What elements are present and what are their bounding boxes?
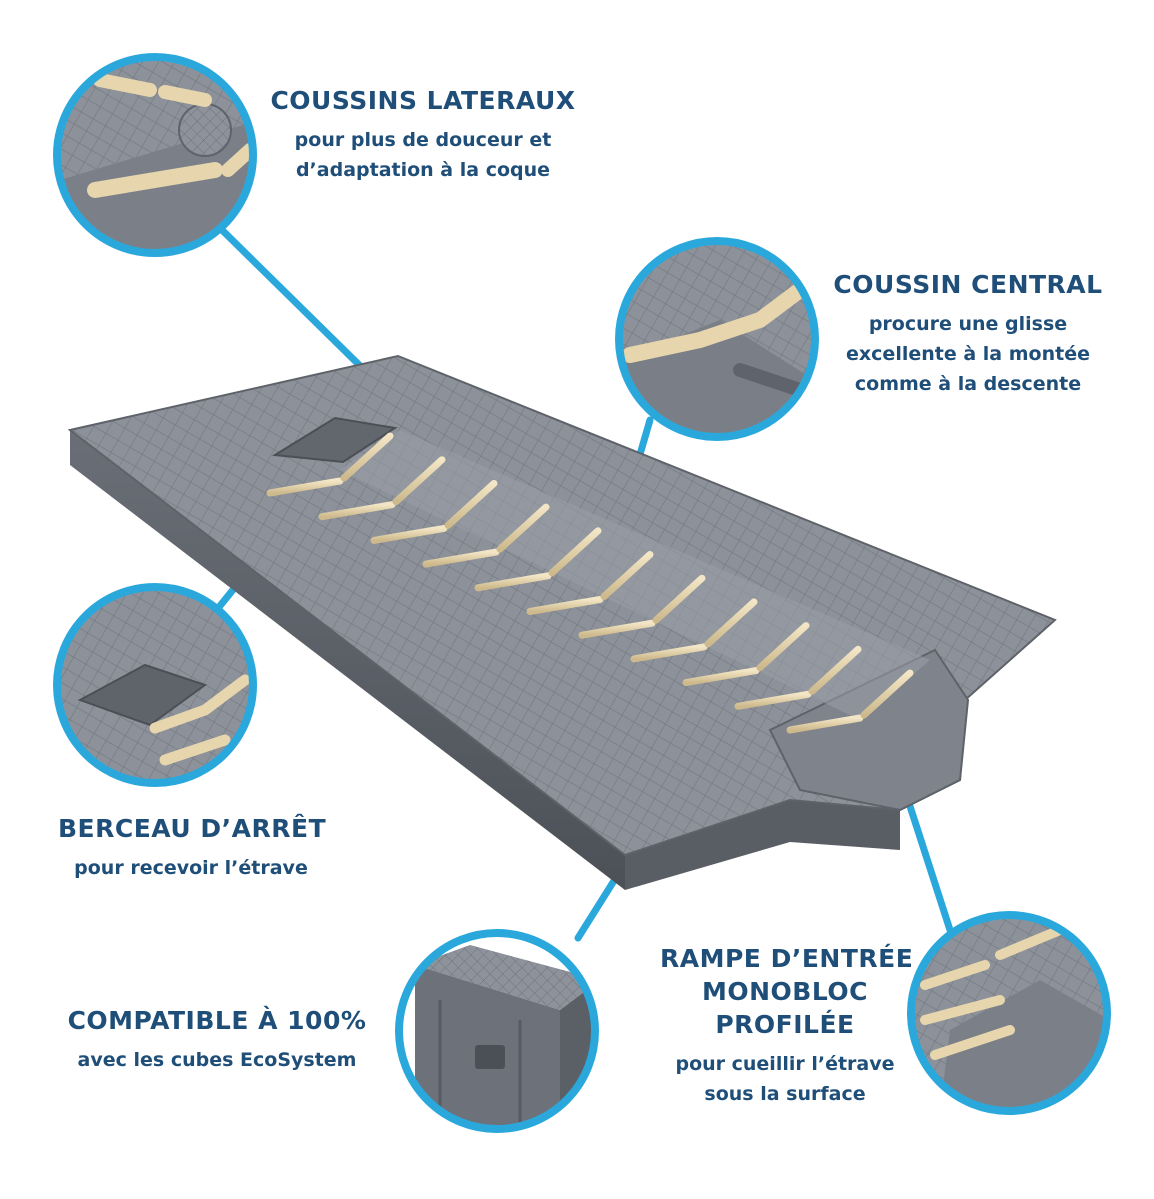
callout-berceau-desc: pour recevoir l’étrave [58, 853, 324, 883]
callout-central-title: COUSSIN CENTRAL [833, 270, 1103, 299]
cushion-segment [496, 503, 550, 553]
callout-compatible: COMPATIBLE À 100% avec les cubes EcoSyst… [62, 1004, 372, 1075]
cushion-segment [578, 619, 656, 639]
dock-side-front [625, 800, 900, 890]
zoom-lateral [57, 57, 253, 253]
callout-rampe-title-line3: PROFILÉE [715, 1010, 855, 1039]
cushion-segment [652, 574, 706, 624]
callout-rampe-desc-line2: sous la surface [704, 1083, 866, 1105]
cushion-segment [808, 645, 862, 695]
cushion-segment [600, 551, 654, 600]
callout-lateral-desc: pour plus de douceur et d’adaptation à l… [270, 125, 576, 185]
entry-ramp [768, 648, 970, 812]
callout-compatible-desc-line1: avec les cubes EcoSystem [77, 1049, 357, 1071]
cushion-segment [266, 477, 344, 497]
cushion-segment [526, 596, 604, 615]
cushion-segment [444, 479, 498, 529]
callout-rampe-title: RAMPE D’ENTRÉE MONOBLOC PROFILÉE [660, 942, 914, 1041]
dock-side-left [70, 430, 625, 890]
cushion-segment [630, 643, 708, 663]
callout-central-desc-line3: comme à la descente [854, 373, 1082, 395]
callout-compatible-desc: avec les cubes EcoSystem [62, 1045, 372, 1075]
leader-rampe [904, 796, 954, 934]
cushion-segment [682, 667, 760, 687]
callout-central-desc: procure une glisse excellente à la monté… [830, 309, 1106, 399]
callout-central-desc-line1: procure une glisse [868, 313, 1068, 335]
zoom-rampe-ring [907, 911, 1111, 1115]
zoom-central [619, 241, 815, 437]
zoom-cube-ring [395, 929, 599, 1133]
callout-berceau-title: BERCEAU D’ARRÊT [58, 814, 327, 843]
callout-rampe-title-line1: RAMPE D’ENTRÉE [660, 944, 914, 973]
zoom-cube [399, 933, 595, 1129]
callout-berceau: BERCEAU D’ARRÊT pour recevoir l’étrave [58, 812, 327, 883]
callout-compatible-title: COMPATIBLE À 100% [67, 1006, 367, 1035]
cushion-segment [756, 622, 810, 672]
cushion-segment [392, 456, 446, 506]
cushion-segment [786, 714, 864, 734]
cushion-segment [340, 432, 394, 482]
cushion-segment [422, 548, 500, 568]
cushion-segment [370, 524, 448, 544]
callout-berceau-desc-line1: pour recevoir l’étrave [74, 857, 308, 879]
callout-rampe-desc: pour cueillir l’étrave sous la surface [660, 1049, 910, 1109]
callout-rampe-desc-line1: pour cueillir l’étrave [675, 1053, 895, 1075]
callout-central: COUSSIN CENTRAL procure une glisse excel… [830, 268, 1106, 399]
cushion-segment [474, 572, 552, 592]
cushion-segment [318, 501, 396, 521]
dock-platform [67, 354, 1057, 890]
zoom-rampe [911, 915, 1107, 1111]
callout-central-desc-line2: excellente à la montée [846, 343, 1090, 365]
cushion-segment [704, 598, 758, 648]
zoom-berceau [57, 587, 253, 783]
cushion-segment [734, 690, 812, 710]
callout-lateral-desc-line1: pour plus de douceur et [294, 129, 552, 151]
zoom-berceau-ring [53, 583, 257, 787]
zoom-lateral-ring [53, 53, 257, 257]
callout-lateral-desc-line2: d’adaptation à la coque [295, 159, 551, 181]
callout-rampe-title-line2: MONOBLOC [702, 977, 868, 1006]
callout-lateral: COUSSINS LATERAUX pour plus de douceur e… [270, 84, 576, 185]
cushion-segment [548, 527, 602, 577]
zoom-central-ring [615, 237, 819, 441]
cushion-chevrons [266, 432, 914, 734]
stop-cradle [271, 416, 398, 464]
cushion-segment [860, 669, 914, 719]
callout-rampe: RAMPE D’ENTRÉE MONOBLOC PROFILÉE pour cu… [660, 942, 914, 1109]
callout-lateral-title: COUSSINS LATERAUX [270, 86, 576, 115]
